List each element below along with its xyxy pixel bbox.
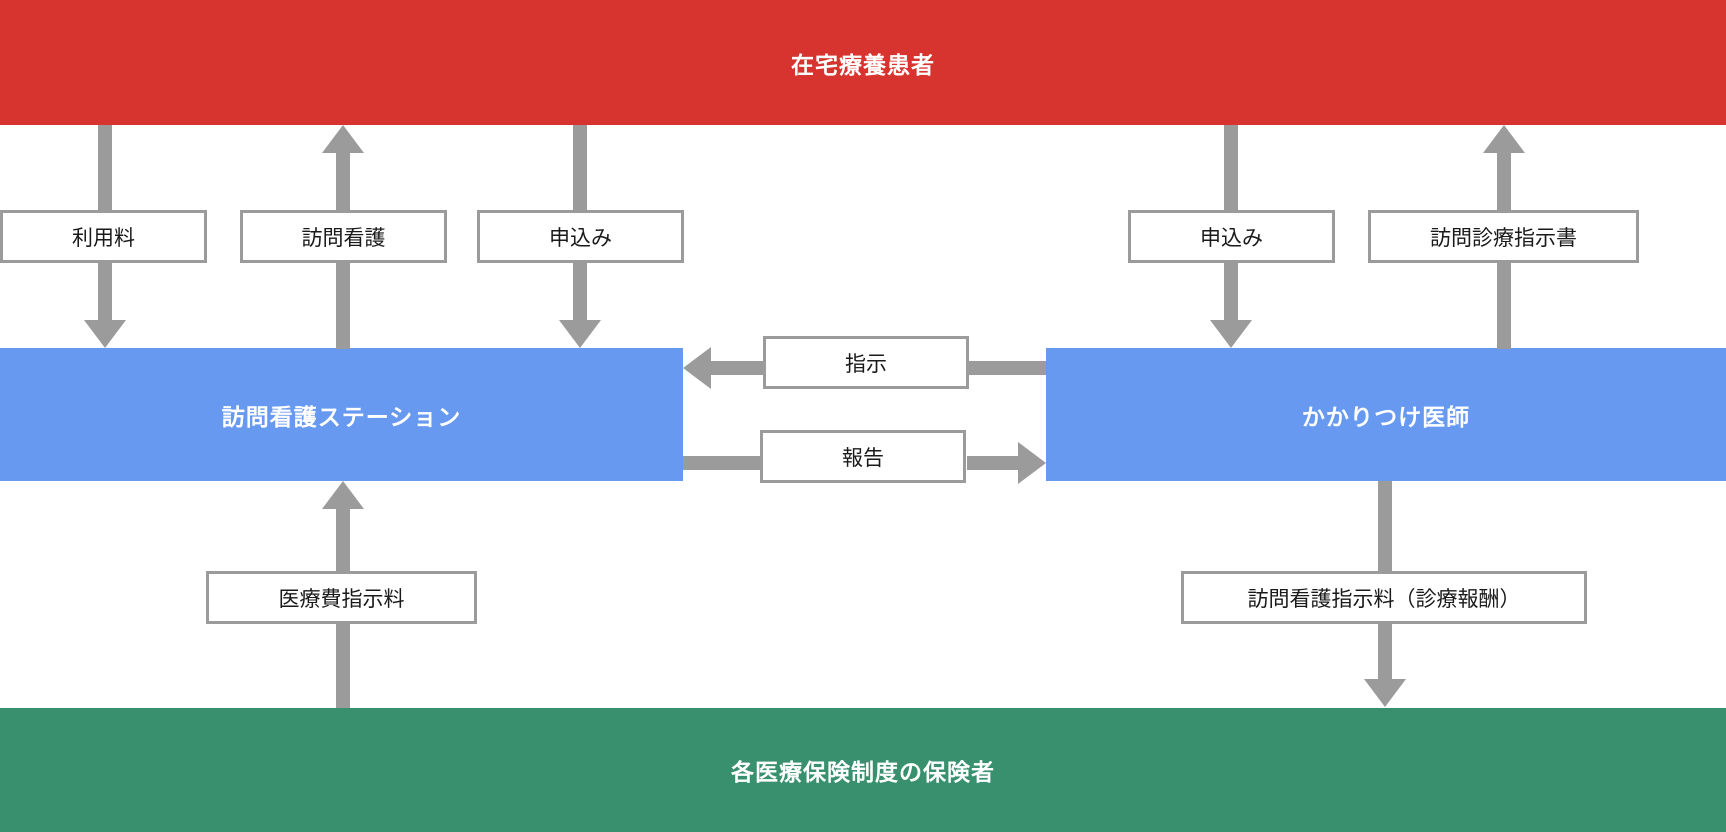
node-visiting-nursing-station-label: 訪問看護ステーション (221, 403, 462, 430)
flow-label-nursing-instruction-fee-text: 訪問看護指示料（診療報酬） (1247, 587, 1521, 611)
arrow-shaft-medical-cost-instruction-fee-lower (336, 624, 350, 708)
arrow-shaft-home-care-instruction-letter-lower (1497, 263, 1511, 349)
arrow-head-home-care-instruction-letter (1483, 125, 1525, 153)
flow-label-nursing-instruction-fee: 訪問看護指示料（診療報酬） (1181, 571, 1587, 624)
arrow-shaft-usage-fee-lower (98, 263, 112, 326)
flow-label-application-station: 申込み (477, 210, 684, 263)
arrow-shaft-usage-fee-upper (98, 125, 112, 210)
node-insurer-label: 各医療保険制度の保険者 (731, 759, 995, 785)
flow-label-instruction: 指示 (763, 336, 969, 389)
arrow-shaft-report-left (683, 456, 762, 470)
node-visiting-nursing-station: 訪問看護ステーション (0, 348, 683, 481)
flow-label-home-care-instruction-letter: 訪問診療指示書 (1368, 210, 1639, 263)
arrow-shaft-home-visit-nursing-upper (336, 150, 350, 210)
flow-label-application-doctor: 申込み (1128, 210, 1335, 263)
flow-label-application-station-text: 申込み (549, 226, 612, 250)
arrow-head-nursing-instruction-fee (1364, 679, 1406, 707)
arrow-head-application-doctor (1210, 320, 1252, 348)
arrow-head-instruction (683, 347, 711, 389)
flow-label-report: 報告 (760, 430, 966, 483)
flow-label-medical-cost-instruction-fee: 医療費指示料 (206, 571, 477, 624)
node-patient: 在宅療養患者 (0, 0, 1726, 125)
node-family-doctor-label: かかりつけ医師 (1301, 403, 1471, 430)
arrow-head-application-station (559, 320, 601, 348)
flow-label-home-visit-nursing: 訪問看護 (240, 210, 447, 263)
arrow-shaft-nursing-instruction-fee-lower (1378, 624, 1392, 684)
flow-label-instruction-text: 指示 (845, 352, 887, 376)
flow-label-application-doctor-text: 申込み (1200, 226, 1263, 250)
arrow-head-medical-cost-instruction-fee (322, 481, 364, 509)
arrow-shaft-home-visit-nursing-lower (336, 263, 350, 349)
node-patient-label: 在宅療養患者 (791, 51, 935, 78)
arrow-shaft-application-doctor-upper (1224, 125, 1238, 210)
arrow-shaft-medical-cost-instruction-fee-upper (336, 506, 350, 571)
flow-label-usage-fee-text: 利用料 (72, 226, 135, 250)
node-family-doctor: かかりつけ医師 (1046, 348, 1726, 481)
flow-label-medical-cost-instruction-fee-text: 医療費指示料 (278, 587, 405, 611)
arrow-shaft-report-right (967, 456, 1019, 470)
arrow-shaft-nursing-instruction-fee-upper (1378, 481, 1392, 571)
flow-label-report-text: 報告 (842, 446, 884, 470)
arrow-head-report (1018, 442, 1046, 484)
flow-label-usage-fee: 利用料 (0, 210, 207, 263)
flow-label-home-care-instruction-letter-text: 訪問診療指示書 (1430, 226, 1577, 250)
arrow-shaft-home-care-instruction-letter-upper (1497, 150, 1511, 210)
arrow-shaft-application-station-lower (573, 263, 587, 326)
arrow-shaft-instruction-left (710, 361, 765, 375)
arrow-shaft-application-doctor-lower (1224, 263, 1238, 326)
arrow-shaft-application-station-upper (573, 125, 587, 210)
arrow-shaft-instruction-right (967, 361, 1046, 375)
flow-label-home-visit-nursing-text: 訪問看護 (301, 226, 386, 250)
arrow-head-home-visit-nursing (322, 125, 364, 153)
arrow-head-usage-fee (84, 320, 126, 348)
node-insurer: 各医療保険制度の保険者 (0, 708, 1726, 832)
